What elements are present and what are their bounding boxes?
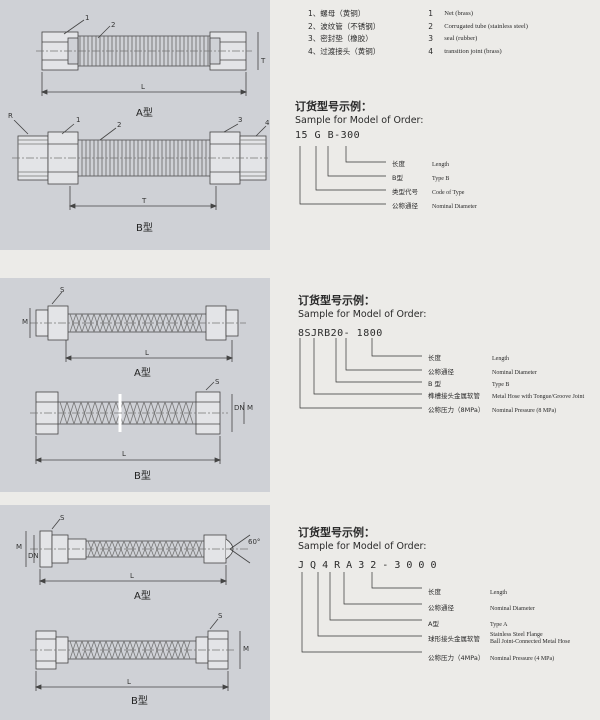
dim-l: L — [130, 572, 134, 580]
label-m: M — [16, 543, 23, 551]
order-leaders-2 — [299, 338, 422, 409]
order-title-cn: 订货型号示例： — [298, 526, 375, 539]
order-example-3: 订货型号示例： Sample for Model of Order: — [298, 524, 426, 552]
dim-l: L — [145, 349, 149, 357]
order-example-2: 订货型号示例： Sample for Model of Order: — [298, 292, 426, 320]
label-2: 2 — [111, 21, 116, 29]
label-m-b: M — [247, 404, 254, 412]
order-example-1: 订货型号示例： Sample for Model of Order: 15 G … — [295, 98, 423, 141]
drawing-type-a-2 — [29, 291, 246, 362]
order-leaders-3 — [301, 572, 422, 653]
drawing-type-a-1 — [36, 19, 259, 96]
label-s: S — [60, 514, 65, 522]
drawing-type-b-1 — [12, 120, 268, 210]
label-3: 3 — [238, 116, 243, 124]
label-m-b: M — [243, 645, 250, 653]
order-title-en: Sample for Model of Order: — [298, 309, 427, 320]
drawing-type-b-2 — [30, 381, 245, 464]
type-a-caption-3: A型 — [134, 591, 151, 602]
model-code: 15 G B-300 — [295, 130, 361, 141]
dim-l-b: L — [122, 450, 126, 458]
label-angle: 60° — [248, 538, 261, 546]
label-s-b: S — [218, 612, 223, 620]
type-b-caption-3: B型 — [131, 696, 148, 707]
order-title-cn: 订货型号示例： — [295, 100, 372, 113]
label-r: R — [8, 112, 13, 120]
label-dn: DN — [28, 552, 39, 560]
legend-row: 公称压力（4MPa）Nominal Pressure (4 MPa) — [428, 654, 555, 662]
order-title-cn: 订货型号示例： — [298, 294, 375, 307]
type-a-caption-2: A型 — [134, 368, 151, 379]
model-code-2: 8SJRB20- 1800 — [298, 328, 383, 339]
label-1b: 1 — [76, 116, 81, 124]
label-s: S — [60, 286, 65, 294]
legend-row: 公称压力（8MPa）Nominal Pressure (8 MPa) — [428, 406, 557, 414]
type-b-caption-2: B型 — [134, 471, 151, 482]
label-dn: DN — [234, 404, 245, 412]
label-s-b: S — [215, 378, 220, 386]
dim-l-b: L — [127, 678, 131, 686]
order-title-en: Sample for Model of Order: — [298, 541, 427, 552]
label-4: 4 — [265, 119, 270, 127]
label-m: M — [22, 318, 29, 326]
drawing-type-a-3 — [25, 518, 251, 585]
type-a-caption-1: A型 — [136, 108, 153, 119]
label-t-side: T — [261, 57, 266, 65]
drawing-type-b-3 — [30, 618, 241, 691]
type-b-caption-1: B型 — [136, 223, 153, 234]
label-1: 1 — [85, 14, 90, 22]
label-2b: 2 — [117, 121, 122, 129]
model-code-3: J Q 4 R A 3 2 - 3 0 0 0 — [298, 560, 437, 571]
dim-l: L — [141, 83, 145, 91]
order-leaders-1 — [299, 146, 386, 205]
order-title-en: Sample for Model of Order: — [295, 115, 424, 126]
dim-t: T — [142, 197, 147, 205]
